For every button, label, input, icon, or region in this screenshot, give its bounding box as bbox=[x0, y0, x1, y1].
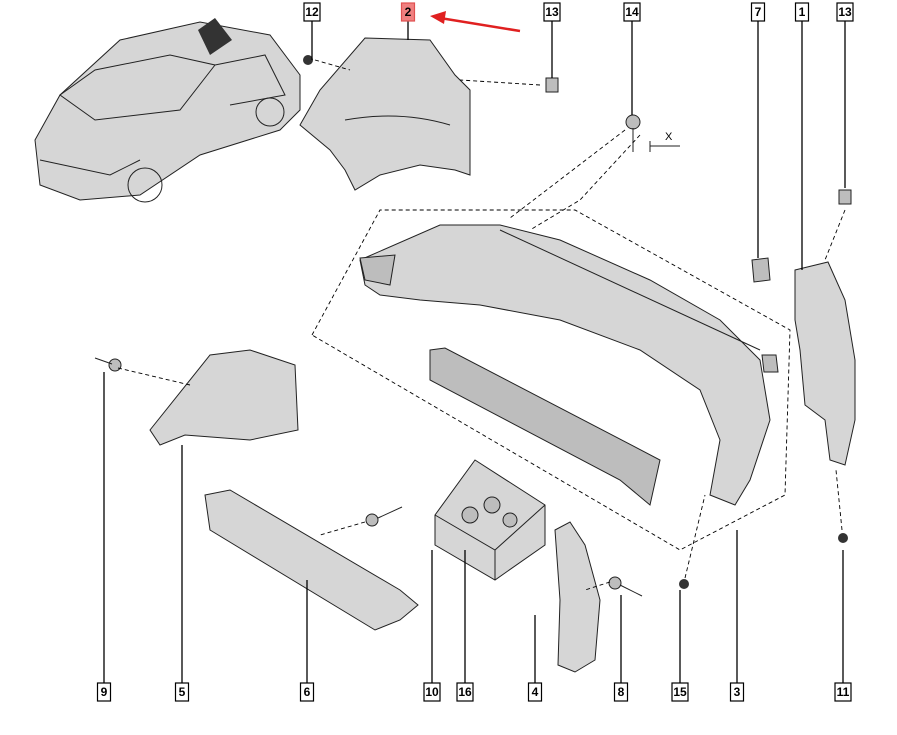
part-number-label: 14 bbox=[625, 5, 639, 19]
fasteners bbox=[94, 55, 852, 597]
label-box bbox=[623, 2, 641, 22]
part-number-label: 16 bbox=[458, 685, 472, 699]
part-number-label: 5 bbox=[179, 685, 186, 699]
part-number-label: 13 bbox=[545, 5, 559, 19]
label-box bbox=[794, 2, 810, 22]
part-number-label: 9 bbox=[101, 685, 108, 699]
part-number-label: 7 bbox=[755, 5, 762, 19]
dimension-x-label: X bbox=[665, 131, 673, 143]
part-1-side-trim[interactable] bbox=[794, 261, 856, 466]
callout-5[interactable]: 5 bbox=[174, 445, 190, 702]
callout-8[interactable]: 8 bbox=[613, 595, 629, 702]
part-number-label: 15 bbox=[673, 685, 687, 699]
label-box bbox=[400, 2, 416, 22]
part-6-absorber[interactable] bbox=[204, 489, 419, 631]
part-number-label: 8 bbox=[618, 685, 625, 699]
label-box bbox=[750, 2, 766, 22]
callout-6[interactable]: 6 bbox=[299, 580, 315, 702]
callout-14[interactable]: 14 bbox=[623, 2, 641, 115]
label-box bbox=[729, 682, 745, 702]
part-number-label: 3 bbox=[734, 685, 741, 699]
part-4-bracket[interactable] bbox=[554, 521, 601, 673]
label-box bbox=[613, 682, 629, 702]
assembly-arrows bbox=[117, 59, 846, 591]
label-box bbox=[174, 682, 190, 702]
part-number-label: 1 bbox=[799, 5, 806, 19]
part-5-bracket[interactable] bbox=[149, 349, 299, 446]
callout-16[interactable]: 16 bbox=[456, 550, 474, 702]
callout-1[interactable]: 1 bbox=[794, 2, 810, 270]
highlight-arrow bbox=[430, 11, 521, 33]
label-box bbox=[834, 682, 852, 702]
part-number-label: 6 bbox=[304, 685, 311, 699]
label-box bbox=[671, 682, 689, 702]
part-7-clip[interactable] bbox=[751, 257, 771, 283]
label-box bbox=[423, 682, 441, 702]
callout-3[interactable]: 3 bbox=[729, 530, 745, 702]
label-box bbox=[303, 2, 321, 22]
label-box bbox=[299, 682, 315, 702]
callout-7[interactable]: 7 bbox=[750, 2, 766, 258]
callout-13[interactable]: 13 bbox=[543, 2, 561, 78]
callout-11[interactable]: 11 bbox=[834, 550, 852, 702]
callout-12[interactable]: 12 bbox=[303, 2, 321, 60]
callout-13[interactable]: 13 bbox=[836, 2, 854, 188]
car-illustration bbox=[34, 18, 301, 203]
part-16-fixing-kit[interactable] bbox=[434, 459, 546, 581]
callout-9[interactable]: 9 bbox=[96, 372, 112, 702]
part-number-label: 2 bbox=[405, 5, 412, 19]
part-2-rear-quarter-trim[interactable] bbox=[299, 37, 471, 191]
label-box bbox=[96, 682, 112, 702]
part-number-label: 13 bbox=[838, 5, 852, 19]
part-number-label: 11 bbox=[837, 685, 850, 699]
label-box bbox=[527, 682, 543, 702]
part-number-label: 10 bbox=[425, 685, 439, 699]
label-box bbox=[543, 2, 561, 22]
callout-4[interactable]: 4 bbox=[527, 615, 543, 702]
label-box bbox=[836, 2, 854, 22]
callout-15[interactable]: 15 bbox=[671, 590, 689, 702]
callout-2[interactable]: 2 bbox=[400, 2, 416, 40]
callout-10[interactable]: 10 bbox=[423, 550, 441, 702]
label-box bbox=[456, 682, 474, 702]
part-number-label: 4 bbox=[532, 685, 539, 699]
part-number-label: 12 bbox=[305, 5, 319, 19]
part-3-rear-bumper[interactable] bbox=[359, 224, 771, 506]
